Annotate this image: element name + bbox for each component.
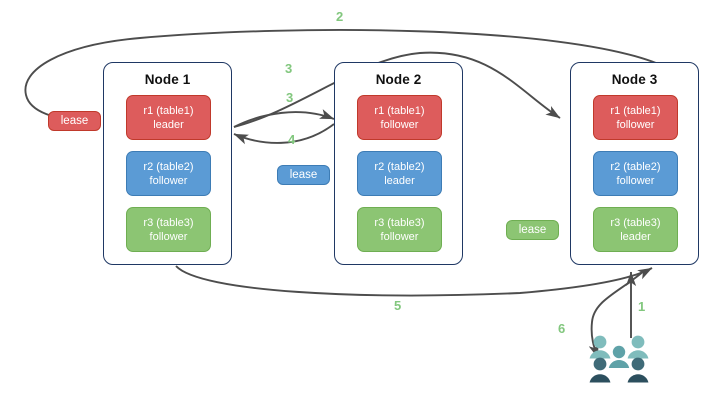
replica-role-label: leader	[620, 230, 651, 243]
node-title: Node 1	[144, 72, 191, 87]
replica-id-label: r2 (table2)	[610, 160, 661, 173]
step-label-3a: 3	[285, 61, 293, 76]
step-label-5: 5	[394, 298, 402, 313]
arrow-step-4	[233, 123, 335, 145]
lease-chip-table2[interactable]: lease	[277, 165, 330, 185]
replica-role-label: follower	[380, 230, 419, 243]
replica-id-label: r3 (table3)	[610, 216, 661, 229]
step-label-2: 2	[336, 9, 344, 24]
replica-role-label: follower	[616, 174, 655, 187]
node-title: Node 3	[611, 72, 658, 87]
replica-node2-r1[interactable]: r1 (table1) follower	[357, 95, 442, 140]
replica-node3-r1[interactable]: r1 (table1) follower	[593, 95, 678, 140]
replica-node3-r3[interactable]: r3 (table3) leader	[593, 207, 678, 252]
replica-role-label: follower	[616, 118, 655, 131]
replica-role-label: follower	[380, 118, 419, 131]
lease-chip-table3[interactable]: lease	[506, 220, 559, 240]
replica-node1-r2[interactable]: r2 (table2) follower	[126, 151, 211, 196]
replica-id-label: r2 (table2)	[374, 160, 425, 173]
replica-id-label: r2 (table2)	[143, 160, 194, 173]
replica-id-label: r3 (table3)	[374, 216, 425, 229]
step-label-1: 1	[638, 299, 646, 314]
replica-node2-r2[interactable]: r2 (table2) leader	[357, 151, 442, 196]
arrow-step-5	[175, 265, 653, 297]
people-back-row	[589, 335, 649, 359]
replica-id-label: r1 (table1)	[374, 104, 425, 117]
step-label-3b: 3	[286, 90, 294, 105]
step-label-6: 6	[558, 321, 566, 336]
replica-node1-r1[interactable]: r1 (table1) leader	[126, 95, 211, 140]
people-front-row-bodies	[589, 374, 649, 383]
replica-role-label: follower	[149, 230, 188, 243]
node-title: Node 2	[375, 72, 422, 87]
node-card-node-2[interactable]: Node 2 r1 (table1) follower r2 (table2) …	[334, 62, 463, 265]
replica-role-label: leader	[153, 118, 184, 131]
node-card-node-1[interactable]: Node 1 r1 (table1) leader r2 (table2) fo…	[103, 62, 232, 265]
people-middle-figure	[608, 345, 630, 368]
replica-node3-r2[interactable]: r2 (table2) follower	[593, 151, 678, 196]
replica-node2-r3[interactable]: r3 (table3) follower	[357, 207, 442, 252]
replica-node1-r3[interactable]: r3 (table3) follower	[126, 207, 211, 252]
node-card-node-3[interactable]: Node 3 r1 (table1) follower r2 (table2) …	[570, 62, 699, 265]
arrow-step-3-lower	[233, 109, 335, 128]
replica-id-label: r3 (table3)	[143, 216, 194, 229]
replica-role-label: leader	[384, 174, 415, 187]
people-front-row	[593, 357, 645, 371]
step-label-4: 4	[288, 132, 296, 147]
replica-id-label: r1 (table1)	[610, 104, 661, 117]
people-group-icon	[589, 335, 649, 383]
lease-chip-table1[interactable]: lease	[48, 111, 101, 131]
replica-id-label: r1 (table1)	[143, 104, 194, 117]
replica-role-label: follower	[149, 174, 188, 187]
